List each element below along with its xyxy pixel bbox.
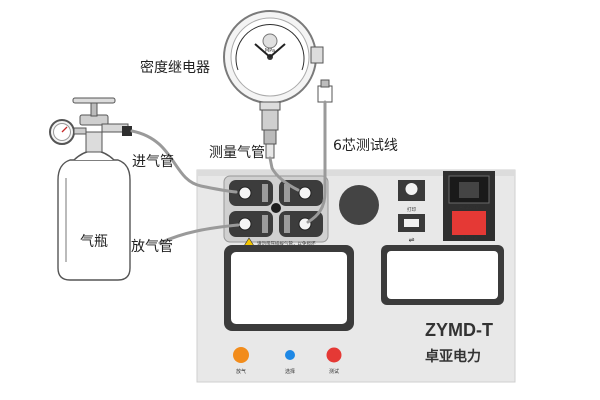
measure-pipe: [268, 156, 300, 192]
pipes: [130, 100, 327, 245]
select-button-label: 选择: [285, 368, 295, 375]
measure-pipe-label: 测量气管: [209, 145, 265, 161]
gas-cylinder: 气瓶: [49, 97, 132, 281]
vent-button[interactable]: 放气: [233, 347, 249, 375]
usb-port[interactable]: ⇌: [398, 214, 425, 244]
outlet-pipe: [158, 223, 240, 245]
outlet-pipe-label: 放气管: [131, 239, 173, 255]
cable-6core: [306, 100, 327, 224]
power-switch[interactable]: AC220V 电源开关: [443, 171, 495, 242]
usb-icon: ⇌: [409, 236, 415, 244]
power-rocker[interactable]: [452, 211, 486, 235]
device-brand: 卓亚电力: [425, 348, 481, 364]
cylinder-pressure-gauge: [49, 119, 87, 145]
warning-text: 请勿带压插拔气管，以免损坏: [257, 240, 316, 247]
right-display: [381, 245, 504, 305]
cylinder-valve[interactable]: [72, 97, 132, 153]
cylinder-body: [57, 159, 131, 281]
cable-plug: [317, 79, 333, 103]
print-label: 打印: [407, 206, 416, 213]
device-top-band: [197, 170, 515, 176]
inlet-pipe: [130, 129, 238, 194]
print-button[interactable]: 打印: [398, 180, 425, 213]
tester-device: 请勿带压插拔气管，以免损坏 打印 ⇌ AC220V 电源开关: [196, 169, 516, 383]
gauge-unit: MPa: [265, 48, 275, 54]
device-model: ZYMD-T: [425, 320, 493, 340]
density-relay: MPa 密度继电器: [140, 10, 324, 159]
speaker-vent: [339, 185, 379, 225]
density-relay-label: 密度继电器: [140, 59, 210, 76]
test-button[interactable]: 测试: [326, 347, 342, 376]
select-button[interactable]: 选择: [285, 350, 295, 375]
vent-button-label: 放气: [236, 368, 246, 375]
cylinder-label: 气瓶: [80, 234, 108, 250]
left-display: [224, 245, 354, 331]
cable-label: 6芯测试线: [333, 138, 398, 154]
power-voltage-label: AC220V: [459, 205, 479, 211]
power-switch-label: 电源开关: [460, 235, 478, 242]
test-button-label: 测试: [329, 368, 339, 375]
inlet-pipe-label: 进气管: [132, 154, 174, 170]
gas-connector-block: [223, 175, 329, 243]
